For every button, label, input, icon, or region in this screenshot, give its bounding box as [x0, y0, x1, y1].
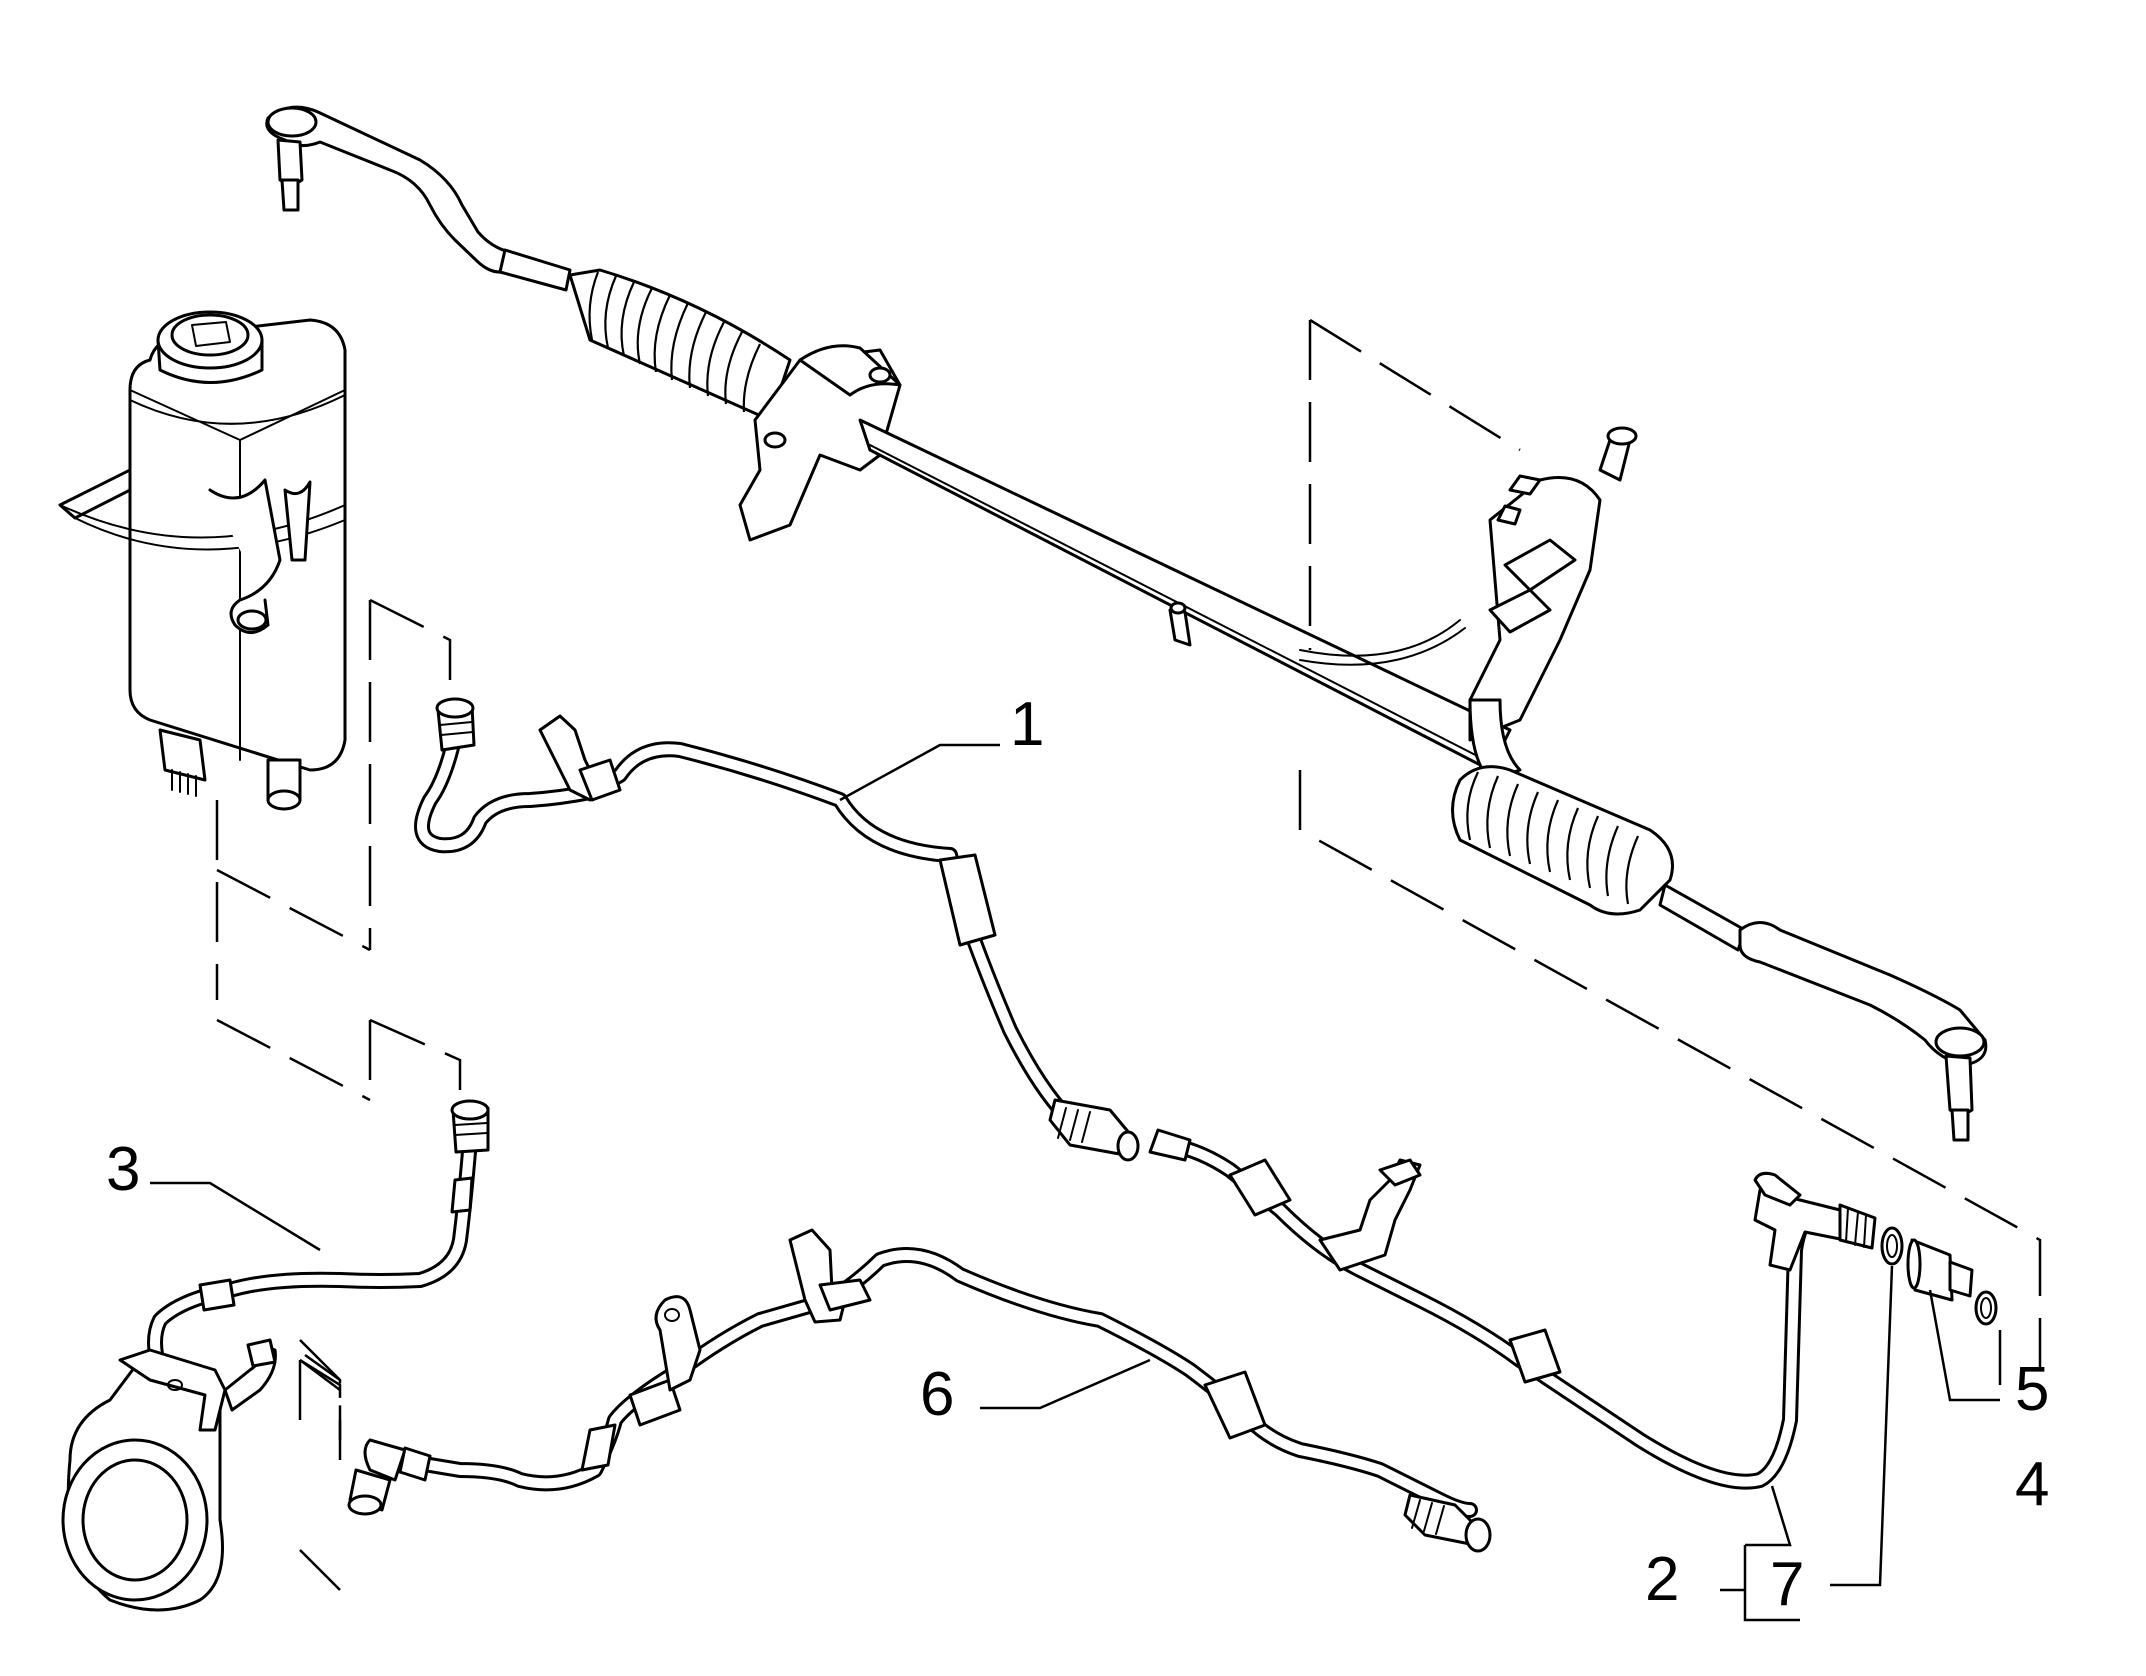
- right-bellows: [1451, 765, 1674, 916]
- hose-6: [347, 1228, 1492, 1553]
- hose-2: [1148, 1128, 1877, 1490]
- phantom-lines: [215, 318, 2042, 1591]
- o-ring-5: [1974, 1290, 1998, 1326]
- hose-1: [414, 697, 1140, 1162]
- right-tie-rod-end: [1658, 883, 1988, 1142]
- callout-6: 6: [920, 1360, 954, 1429]
- rack-mounting-bracket: [738, 344, 902, 542]
- callout-7: 7: [1770, 1550, 1804, 1619]
- left-tie-rod-end: [265, 105, 572, 292]
- o-ring-7: [1880, 1226, 1904, 1266]
- callout-1: 1: [1010, 690, 1044, 759]
- rack-tube: [858, 418, 1512, 772]
- cooler: [61, 1338, 277, 1612]
- callout-2: 2: [1645, 1545, 1679, 1614]
- callout-4: 4: [2015, 1450, 2049, 1519]
- steering-rack: [265, 105, 1988, 1142]
- left-bellows: [568, 268, 792, 422]
- callout-3: 3: [106, 1135, 140, 1204]
- hose-3: [61, 1099, 490, 1612]
- fluid-reservoir: [58, 310, 347, 811]
- callout-labels: 1 2 3 4 5 6 7: [106, 690, 2049, 1619]
- pinion-valve-housing: [1168, 426, 1638, 782]
- adaptor-4: [1906, 1238, 1974, 1302]
- leader-lines: [150, 743, 2002, 1622]
- callout-5: 5: [2015, 1355, 2049, 1424]
